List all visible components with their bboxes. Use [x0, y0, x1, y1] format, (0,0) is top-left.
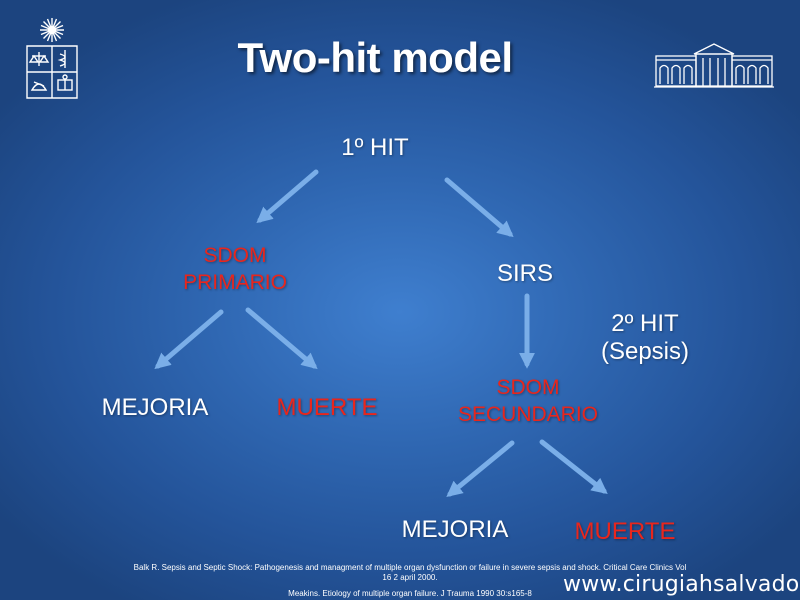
mejoria-2-label: MEJORIA: [401, 516, 509, 543]
reference-line-1: Balk R. Sepsis and Septic Shock: Pathoge…: [133, 563, 687, 572]
second-hit-line1: 2º HIT: [611, 310, 679, 337]
reference-line-3: Meakins. Etiology of multiple organ fail…: [288, 589, 532, 598]
node-mejoria-1: MEJORIA: [80, 394, 230, 422]
university-crest-icon: [26, 18, 78, 99]
arrow-sdom-primario-to-mejoria: [154, 309, 224, 370]
sdom-secundario-line1: SDOM: [496, 376, 560, 399]
muerte-1-label: MUERTE: [276, 394, 378, 421]
slide-title: Two-hit model: [237, 34, 513, 81]
website-url: www.cirugiahsalvador.cl: [563, 572, 800, 597]
arrow-sdom-primario-to-muerte: [245, 307, 318, 370]
arrow-hit-to-sdom-primario: [256, 169, 319, 224]
first-hit-label: 1º HIT: [341, 134, 409, 161]
node-sirs: SIRS: [480, 260, 570, 288]
sdom-primario-line2: PRIMARIO: [183, 271, 287, 294]
reference-line-2: 16 2 april 2000.: [382, 573, 438, 582]
university-building-icon: [654, 43, 774, 88]
node-second-hit: 2º HIT (Sepsis): [580, 310, 710, 366]
node-muerte-1: MUERTE: [262, 394, 392, 422]
sirs-label: SIRS: [496, 260, 553, 287]
second-hit-line2: (Sepsis): [600, 338, 690, 365]
node-sdom-primario: SDOM PRIMARIO: [155, 242, 315, 296]
sdom-secundario-line2: SECUNDARIO: [457, 403, 599, 426]
sdom-primario-line1: SDOM: [203, 244, 267, 267]
node-muerte-2: MUERTE: [560, 518, 690, 546]
arrow-sdom-secundario-to-mejoria: [446, 440, 515, 498]
muerte-2-label: MUERTE: [574, 518, 676, 545]
arrow-hit-to-sirs: [444, 177, 514, 238]
mejoria-1-label: MEJORIA: [101, 394, 209, 421]
references: Balk R. Sepsis and Septic Shock: Pathoge…: [40, 563, 780, 599]
node-sdom-secundario: SDOM SECUNDARIO: [440, 374, 616, 428]
node-first-hit: 1º HIT: [315, 134, 435, 162]
arrow-sdom-secundario-to-muerte: [539, 439, 608, 494]
node-mejoria-2: MEJORIA: [380, 516, 530, 544]
